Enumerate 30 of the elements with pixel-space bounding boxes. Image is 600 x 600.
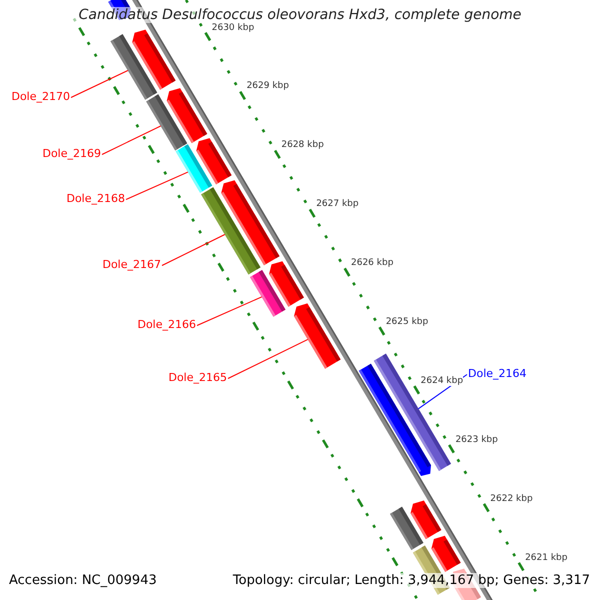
gene-label: Dole_2169 [42, 147, 101, 160]
gene-bar [176, 144, 212, 193]
gene-feature [294, 303, 341, 369]
leader-line [102, 126, 162, 155]
gene-bar [110, 34, 158, 100]
genome-info-note: Topology: circular; Length: 3,944,167 bp; Genes: 3,317 [232, 573, 590, 588]
scale-label: 2624 kbp [420, 376, 464, 386]
leader-line [126, 172, 188, 200]
scale-label: 2625 kbp [386, 317, 428, 328]
scale-label: 2628 kbp [281, 140, 324, 150]
scale-label: 2630 kbp [212, 22, 254, 33]
gene-label: Dole_2164 [468, 367, 527, 380]
gene-label: Dole_2167 [102, 258, 161, 271]
leader-line [196, 296, 262, 326]
gene-label: Dole_2170 [11, 90, 70, 103]
gene-label: Dole_2168 [66, 192, 125, 205]
leader-line [162, 234, 226, 266]
leader-line [228, 338, 308, 379]
scale-label: 2626 kbp [351, 258, 394, 268]
scale-label: 2629 kbp [246, 81, 289, 92]
gene-bar [146, 94, 188, 150]
scale-label: 2621 kbp [525, 552, 568, 563]
leader-line [70, 70, 128, 98]
accession-note: Accession: NC_009943 [9, 573, 157, 588]
gene-label: Dole_2166 [137, 318, 196, 331]
scale-label: 2622 kbp [490, 494, 533, 504]
scale-label: 2627 kbp [316, 199, 359, 210]
gene-bar [201, 187, 260, 274]
gene-label: Dole_2165 [168, 371, 227, 384]
gene-bar [250, 270, 286, 317]
